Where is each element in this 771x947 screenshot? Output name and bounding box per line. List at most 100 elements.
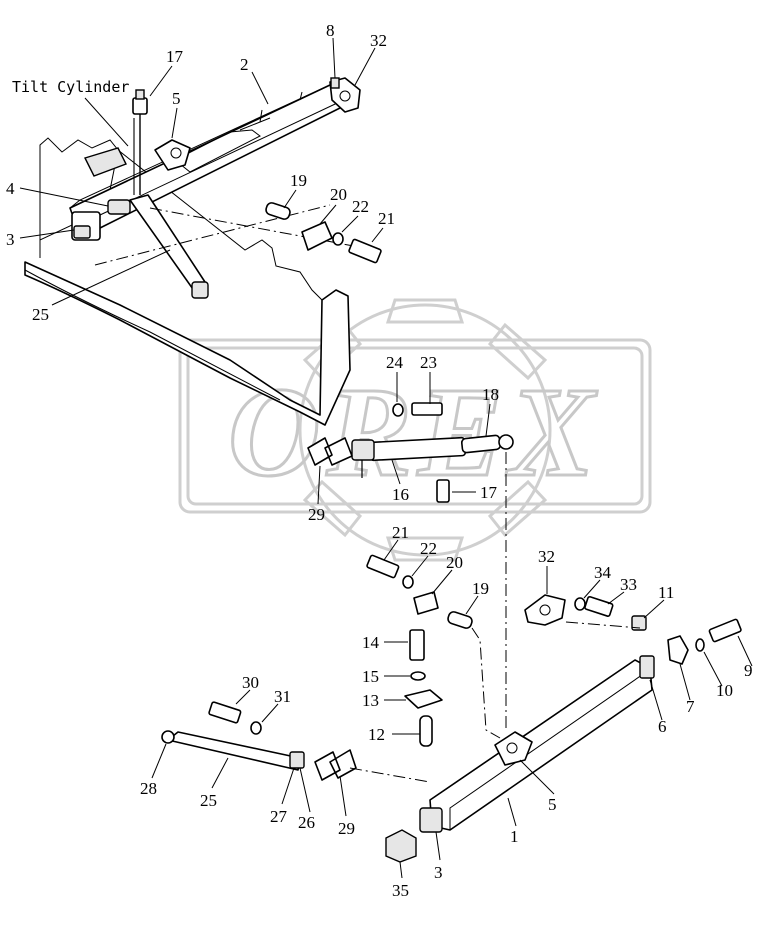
- pin-19-top: [265, 202, 291, 220]
- bolt-9: [708, 618, 742, 643]
- bracket-5-bottom-pin-icon: [506, 742, 518, 754]
- bolt-21-mid: [366, 554, 400, 579]
- washer-24: [392, 403, 404, 417]
- leader-29-mid: [317, 465, 321, 505]
- leader-21-top: [371, 227, 384, 243]
- bolt-23: [411, 402, 443, 416]
- callout-19-top: 19: [290, 171, 307, 190]
- pin-12: [419, 715, 433, 747]
- leader-4: [19, 187, 109, 207]
- callout-23: 23: [420, 353, 437, 372]
- frame-1-end-knuckle: [419, 807, 443, 833]
- leader-5-top: [171, 107, 178, 139]
- callout-3-top: 3: [6, 230, 15, 249]
- callout-21-top: 21: [378, 209, 395, 228]
- leader-31: [261, 703, 279, 723]
- callout-2: 2: [240, 55, 249, 74]
- clamp-7: [667, 635, 689, 665]
- callout-8: 8: [326, 21, 335, 40]
- leader-10: [703, 651, 723, 687]
- pin-19-mid: [447, 611, 473, 629]
- leader-22-mid: [411, 555, 429, 577]
- callout-25-top: 25: [32, 305, 49, 324]
- frame-beam-detail: [174, 91, 303, 173]
- callout-35: 35: [392, 881, 409, 900]
- leader-16: [391, 459, 401, 485]
- end-plate-32-bolt-icon: [539, 604, 551, 616]
- tilt-cylinder-body: [84, 147, 127, 177]
- watermark: OREX: [178, 298, 652, 562]
- leader-25-top: [51, 249, 171, 306]
- leader-32-top: [354, 47, 376, 86]
- centerline-mid-2: [471, 627, 501, 739]
- leader-35: [399, 861, 403, 879]
- callout-32-top: 32: [370, 31, 387, 50]
- end-plate-tab-8: [330, 77, 340, 89]
- blade-rear-edge: [39, 149, 323, 301]
- grease-fitting-17-top: [132, 97, 148, 115]
- plate-20-mid: [413, 591, 439, 615]
- callout-16: 16: [392, 485, 409, 504]
- leader-20-top: [319, 204, 337, 225]
- frame-end-knuckle: [73, 225, 91, 239]
- callout-33: 33: [620, 575, 637, 594]
- callout-30: 30: [242, 673, 259, 692]
- callout-22-top: 22: [352, 197, 369, 216]
- end-plate-32-bottom: [524, 594, 566, 626]
- plate-29-bottom: [314, 749, 357, 781]
- washer-10: [695, 638, 705, 652]
- callout-3-bottom: 3: [434, 863, 443, 882]
- callout-21-mid: 21: [392, 523, 409, 542]
- washer-22-mid: [402, 575, 414, 589]
- callout-31: 31: [274, 687, 291, 706]
- leader-20-mid: [431, 569, 453, 595]
- cylinder-18-rod: [460, 434, 502, 454]
- callout-5-bottom: 5: [548, 795, 557, 814]
- leader-9: [737, 635, 753, 667]
- callout-34: 34: [594, 563, 612, 582]
- end-plate-bolt-icon: [339, 90, 351, 102]
- leader-34: [583, 579, 601, 599]
- blade-lower-edge: [24, 269, 281, 401]
- callout-17-top: 17: [166, 47, 184, 66]
- centerline-top: [94, 204, 376, 266]
- bolt-33: [584, 595, 614, 617]
- leader-17-top: [149, 65, 173, 97]
- middle-assembly: [307, 402, 514, 739]
- callout-22-mid: 22: [420, 539, 437, 558]
- leader-11: [643, 599, 665, 619]
- callout-7: 7: [686, 697, 695, 716]
- leader-27: [281, 767, 295, 805]
- leader-26: [299, 767, 311, 813]
- callout-17-mid: 17: [480, 483, 498, 502]
- bracket-5-pin-icon: [170, 147, 182, 159]
- leader-lines: [19, 37, 753, 879]
- leader-28: [151, 743, 167, 779]
- leader-2: [251, 71, 269, 105]
- callout-29-mid: 29: [308, 505, 325, 524]
- watermark-text: OREX: [228, 361, 601, 503]
- washer-15: [410, 671, 426, 681]
- leader-tilt-cylinder: [84, 97, 129, 147]
- frame-end-6: [639, 655, 655, 679]
- callout-6: 6: [658, 717, 667, 736]
- callout-4: 4: [6, 179, 15, 198]
- callout-14: 14: [362, 633, 380, 652]
- callout-20-top: 20: [330, 185, 347, 204]
- callout-26: 26: [298, 813, 315, 832]
- strut-25-bottom: [167, 731, 301, 771]
- callout-11: 11: [658, 583, 674, 602]
- leader-18: [485, 403, 491, 437]
- bracket-5-top: [154, 139, 191, 171]
- centerline-bottom: [349, 621, 641, 783]
- cylinder-18-eye-icon: [498, 434, 514, 450]
- callout-10: 10: [716, 681, 733, 700]
- callout-18: 18: [482, 385, 499, 404]
- callout-25-bottom: 25: [200, 791, 217, 810]
- callout-1: 1: [510, 827, 519, 846]
- callout-32-bottom: 32: [538, 547, 555, 566]
- callout-29-bottom: 29: [338, 819, 355, 838]
- leader-6: [649, 679, 663, 721]
- leader-1: [507, 797, 517, 827]
- top-assembly: [24, 77, 382, 426]
